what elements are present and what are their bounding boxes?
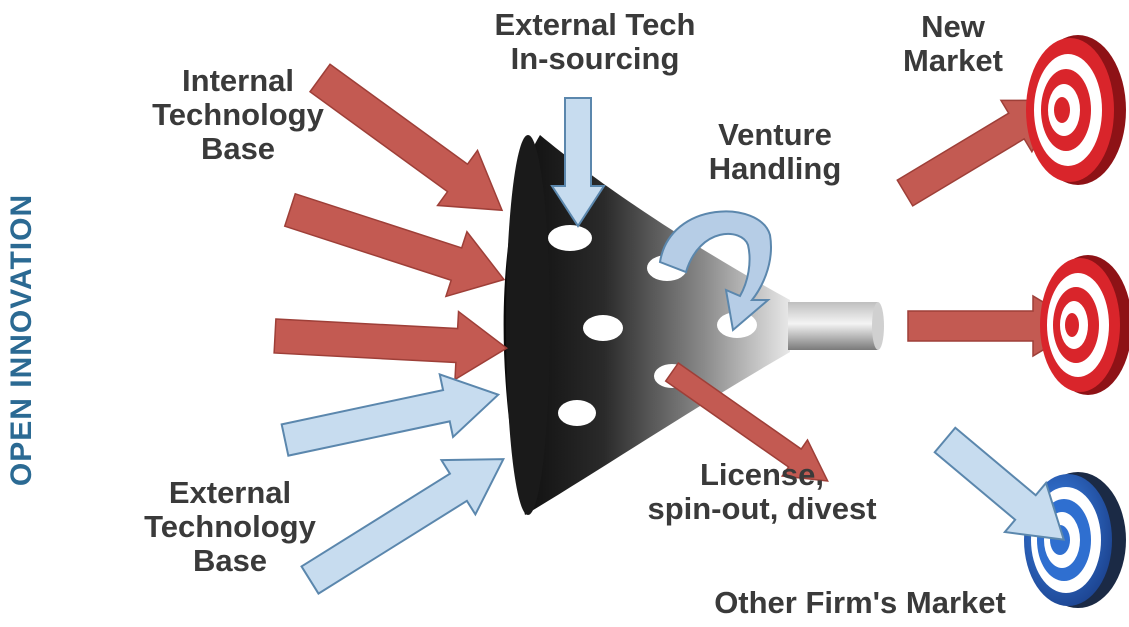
external-arrow <box>280 372 501 457</box>
insourcing-arrow <box>550 97 606 228</box>
funnel-hole <box>583 315 623 341</box>
external-tech-insourcing-label: External Tech In-sourcing <box>494 7 696 76</box>
new-market-label: New Market <box>903 9 1003 78</box>
internal-tech-base-label: Internal Technology Base <box>152 63 324 166</box>
other-firms-market-label: Other Firm's Market <box>714 585 1006 620</box>
external-tech-base-label: External Technology Base <box>144 475 316 578</box>
funnel-hole <box>558 400 596 426</box>
funnel-hole <box>548 225 592 251</box>
venture-handling-arrow <box>658 210 772 332</box>
other-market-arrow <box>933 426 1066 541</box>
external-arrow <box>300 458 505 595</box>
internal-arrow <box>283 192 506 298</box>
license-spinout-label: License, spin-out, divest <box>647 457 877 526</box>
internal-arrow <box>273 310 509 381</box>
open-innovation-label: OPEN INNOVATION <box>5 193 38 487</box>
internal-arrow <box>308 63 504 212</box>
venture-handling-label: Venture Handling <box>708 117 842 186</box>
license-arrow <box>664 361 829 482</box>
target-icon <box>1026 35 1126 185</box>
target-icon <box>1040 255 1129 395</box>
